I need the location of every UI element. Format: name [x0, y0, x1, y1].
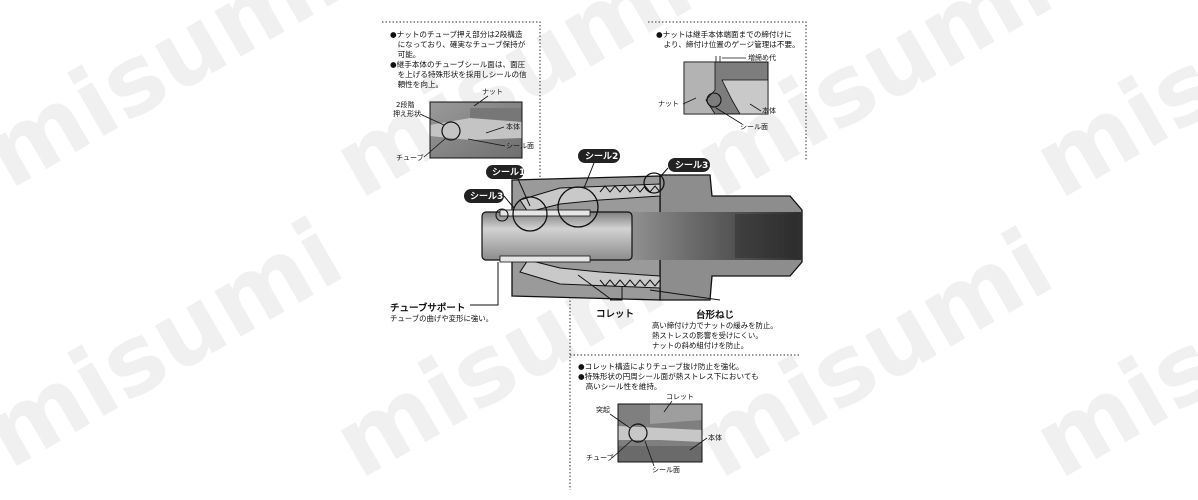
inset-bottom-label-tube: チューブ: [586, 453, 614, 462]
inset-bottom: 突起 コレット 本体 チューブ シール面: [586, 393, 722, 474]
tube-support-title: チューブサポート: [390, 303, 466, 314]
seal1-circle: [512, 196, 548, 232]
note-line: ●ナットは継手本体端面までの締付けに: [656, 30, 792, 39]
note-line: 頼性を向上。: [390, 80, 444, 89]
trapezoid-thread-line: 熱ストレスの影響を受けにくい。: [652, 331, 763, 340]
trapezoid-thread-line: ナットの斜め組付けを防止。: [652, 341, 749, 350]
leader-tube-support: [470, 262, 499, 306]
callout-seal3-left-text: シール3: [470, 191, 503, 202]
inset-left-label-body: 本体: [506, 122, 520, 131]
inset-right: 増締め代 ナット 本体 シール面: [658, 53, 776, 131]
callout-seal1: シール1: [486, 165, 531, 207]
callout-seal3-left: シール3: [464, 189, 515, 209]
thread-bottom: [599, 279, 661, 287]
seal2-circle: [557, 186, 599, 228]
collet-title: コレット: [596, 309, 635, 320]
callout-seal2-text: シール2: [585, 151, 618, 162]
note-line: ●コレット構造によりチューブ抜け防止を強化。: [578, 362, 744, 371]
tube-support-desc: チューブの曲げや変形に強い。: [390, 314, 494, 323]
inset-left: ナット 2段階 押え形状 本体 シール面 チューブ: [393, 88, 534, 162]
note-line: ●ナットのチューブ押え部分は2段構造: [390, 30, 523, 39]
leader-thread-2: [649, 289, 721, 301]
leader-collet: [577, 274, 613, 301]
note-line: 可能。: [390, 50, 421, 59]
tube: [481, 211, 633, 261]
inset-right-label-body: 本体: [762, 106, 776, 115]
note-line: 高いシール性を維持。: [578, 382, 662, 391]
inset-left-label-seal-face: シール面: [506, 142, 534, 150]
inset-left-label-two-stage-1: 2段階: [396, 100, 414, 109]
inset-right-label-nut: ナット: [658, 100, 679, 108]
note-line: ●継手本体のチューブシール面は、面圧: [390, 60, 526, 69]
inset-left-label-two-stage-2: 押え形状: [393, 109, 421, 118]
watermark-text: misumi: [0, 0, 360, 210]
seal3-circle-left: [495, 208, 509, 222]
callout-seal1-text: シール1: [492, 167, 525, 178]
inset-bottom-label-collet: コレット: [666, 393, 694, 401]
inset-right-label-margin: 増締め代: [748, 53, 776, 62]
callout-seal2: シール2: [578, 149, 620, 189]
trapezoid-thread-line: 高い締付け力でナットの緩みを防止。: [652, 321, 778, 330]
inset-bottom-label-seal-face: シール面: [652, 466, 680, 474]
seal3-circle-right: [643, 172, 665, 194]
watermark-text: misumi: [1016, 207, 1198, 500]
trapezoid-thread-title: 台形ねじ: [696, 310, 735, 321]
collet-lower: [519, 259, 661, 289]
tube-support: [499, 255, 591, 263]
inset-bottom-label-protrusion: 突起: [596, 405, 610, 414]
leader-thread: [610, 286, 623, 301]
inset-bottom-label-body: 本体: [708, 433, 722, 442]
note-line: より、締付け位置のゲージ管理は不要。: [656, 40, 800, 49]
watermark-text: misumi: [0, 197, 360, 490]
callout-seal3-right: シール3: [659, 158, 710, 178]
inset-left-label-nut: ナット: [482, 88, 503, 96]
note-line: になっており、確実なチューブ保持が: [390, 40, 526, 49]
inset-left-label-tube: チューブ: [396, 153, 424, 162]
note-line: を上げる特殊形状を採用しシールの信: [390, 70, 527, 79]
note-line: ●特殊形状の円周シール面が熱ストレス下においても: [578, 372, 759, 381]
main-fitting: [481, 172, 803, 301]
inset-right-label-seal-face: シール面: [740, 123, 768, 131]
callout-seal3-right-text: シール3: [675, 160, 708, 171]
